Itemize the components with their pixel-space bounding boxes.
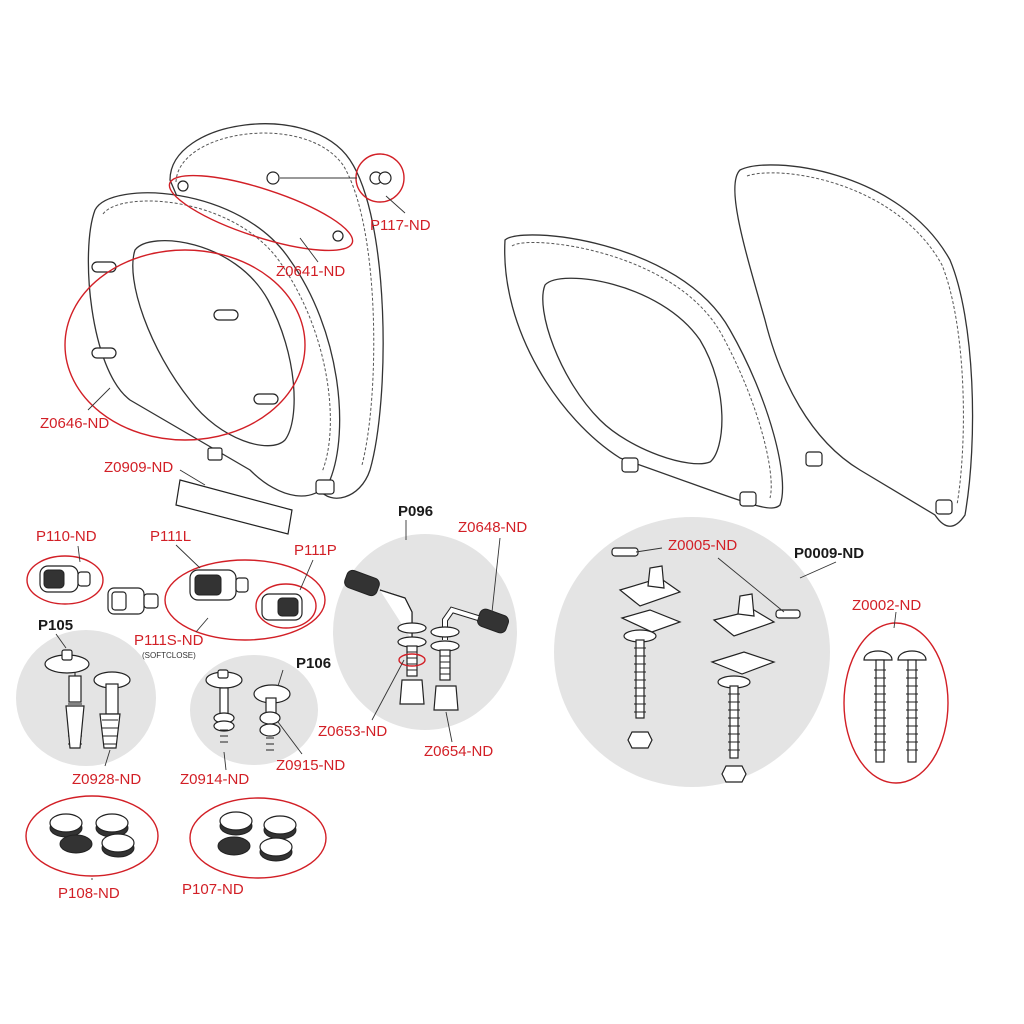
- p108-caps: [49, 813, 135, 858]
- label-p105: P105: [38, 617, 73, 634]
- left-seat-opening: [132, 240, 295, 447]
- label-z0909-nd: Z0909-ND: [104, 459, 173, 476]
- z0653-callout-ring: [398, 653, 426, 667]
- p110-callout-ring: [26, 555, 104, 605]
- right-seat-assembly: [504, 164, 974, 527]
- p111l-hinge: [189, 569, 249, 601]
- lid-bumper-1: [177, 180, 189, 192]
- p0009-fixing-set: [611, 547, 801, 783]
- z0909-strip: [175, 479, 293, 535]
- p096-group-background: [333, 534, 517, 730]
- p111p-hinge: [261, 593, 303, 621]
- p0009-group-background: [554, 517, 830, 787]
- p111p-callout-ring: [255, 583, 317, 629]
- label-p111l: P111L: [150, 528, 191, 545]
- z0002-bolts: [863, 650, 927, 763]
- label-p107-nd: P107-ND: [182, 881, 244, 898]
- p108-callout-ring: [25, 795, 159, 877]
- label-p111s-nd: P111S-ND: [134, 632, 204, 649]
- bumper-1: [91, 261, 117, 273]
- bumper-4: [253, 393, 279, 405]
- label-z0648-nd: Z0648-ND: [458, 519, 527, 536]
- label-z0653-nd: Z0653-ND: [318, 723, 387, 740]
- label-z0915-nd: Z0915-ND: [276, 757, 345, 774]
- lid-bumper-2: [332, 230, 344, 242]
- bumper-2: [91, 347, 117, 359]
- p111s-callout-ring: [164, 559, 326, 641]
- z0641-callout-ring: [168, 174, 354, 252]
- label-z0002-nd: Z0002-ND: [852, 597, 921, 614]
- label-z0646-nd: Z0646-ND: [40, 415, 109, 432]
- p107-caps: [217, 811, 297, 862]
- bumper-3: [213, 309, 239, 321]
- label-softclose: (SOFTCLOSE): [142, 651, 196, 660]
- right-lid: [734, 164, 974, 527]
- p105-group-background: [16, 630, 156, 766]
- label-z0641-nd: Z0641-ND: [276, 263, 345, 280]
- label-p106: P106: [296, 655, 331, 672]
- right-seat-opening: [542, 277, 723, 465]
- label-p111p: P111P: [294, 542, 337, 559]
- label-z0654-nd: Z0654-ND: [424, 743, 493, 760]
- label-p117-nd: P117-ND: [370, 217, 431, 234]
- label-p110-nd: P110-ND: [36, 528, 97, 545]
- p096-fixing-set: [344, 569, 509, 711]
- plain-hinge: [107, 587, 159, 615]
- p107-callout-ring: [189, 797, 327, 879]
- p105-fixing-set: [44, 649, 131, 749]
- label-p0009-nd: P0009-ND: [794, 545, 864, 562]
- z0646-callout-ring: [64, 249, 306, 441]
- label-z0914-nd: Z0914-ND: [180, 771, 249, 788]
- p106-fixing-set: [205, 669, 291, 751]
- z0002-callout-ring: [843, 622, 949, 784]
- label-p108-nd: P108-ND: [58, 885, 120, 902]
- label-z0005-nd: Z0005-ND: [668, 537, 737, 554]
- label-z0928-nd: Z0928-ND: [72, 771, 141, 788]
- p110-hinge: [39, 565, 91, 593]
- label-p096: P096: [398, 503, 433, 520]
